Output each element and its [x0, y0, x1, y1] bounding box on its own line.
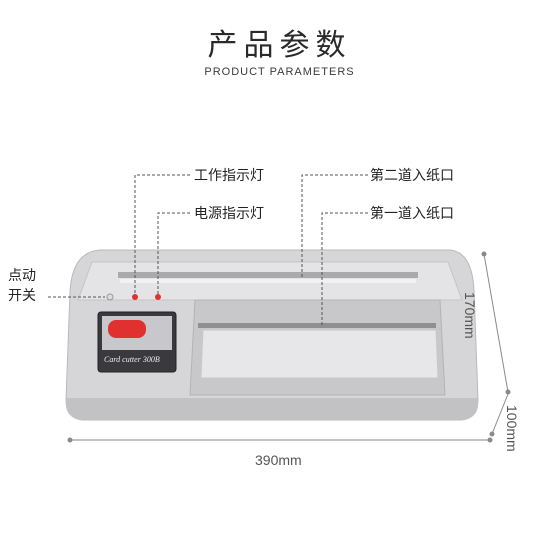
jog-switch-button	[106, 293, 114, 301]
power-light	[155, 294, 161, 300]
dimension-depth: 100mm	[504, 405, 520, 452]
callout-power-indicator: 电源指示灯	[194, 206, 264, 222]
front-slot	[198, 323, 436, 328]
dimension-height: 170mm	[462, 292, 478, 339]
leader-work-light	[134, 174, 190, 295]
leader-first-slot	[321, 212, 368, 325]
leader-second-slot	[301, 174, 368, 278]
callout-jog-switch-line1: 点动	[8, 268, 36, 284]
leader-power-light	[157, 212, 190, 295]
callout-work-indicator: 工作指示灯	[194, 168, 264, 184]
dimension-lines	[67, 251, 511, 443]
dimension-width: 390mm	[255, 452, 302, 468]
leader-lines	[48, 174, 368, 325]
work-light	[132, 294, 138, 300]
model-label: Card cutter 300B	[104, 355, 160, 364]
page-title: 产品参数	[207, 28, 352, 63]
page-subtitle: PRODUCT PARAMETERS	[204, 66, 355, 78]
callout-first-slot: 第一道入纸口	[370, 206, 454, 222]
callout-jog-switch-line2: 开关	[8, 288, 36, 304]
callout-second-slot: 第二道入纸口	[370, 168, 454, 184]
rear-slot	[118, 272, 418, 278]
